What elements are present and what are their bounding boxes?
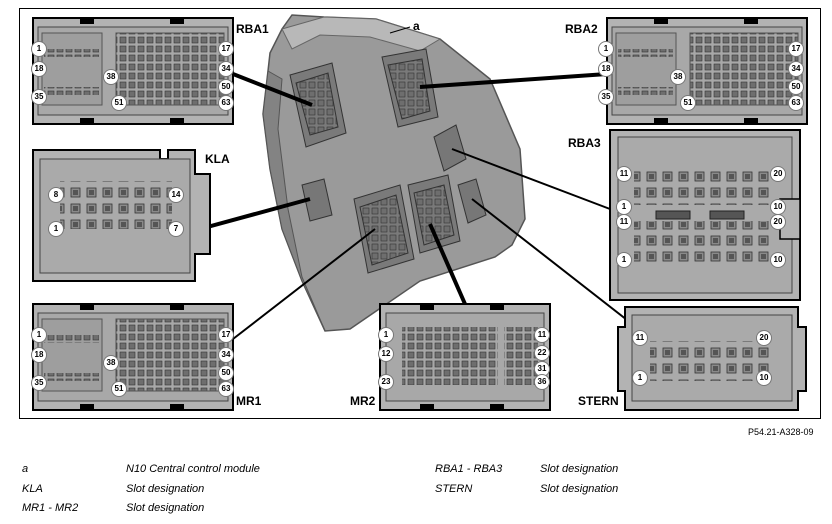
pin-number: 35 — [598, 89, 614, 105]
connector-rba1 — [32, 17, 234, 125]
pin-number: 50 — [218, 79, 234, 95]
pin-number: 10 — [756, 370, 772, 386]
pin-number: 10 — [770, 199, 786, 215]
pin-number: 1 — [378, 327, 394, 343]
central-control-module — [262, 14, 526, 332]
pin-number: 1 — [48, 221, 64, 237]
pin-number: 17 — [218, 41, 234, 57]
pin-number: 8 — [48, 187, 64, 203]
pin-number: 20 — [770, 166, 786, 182]
legend-desc: Slot designation — [126, 483, 205, 495]
pin-number: 34 — [218, 347, 234, 363]
pin-number: 1 — [598, 41, 614, 57]
pin-number: 1 — [616, 252, 632, 268]
pin-number: 20 — [770, 214, 786, 230]
legend-key: a — [22, 463, 29, 475]
pin-number: 14 — [168, 187, 184, 203]
pin-number: 63 — [788, 95, 804, 111]
legend-desc: N10 Central control module — [126, 463, 260, 475]
pin-number: 63 — [218, 381, 234, 397]
label-rba3: RBA3 — [568, 136, 601, 150]
pin-number: 11 — [632, 330, 648, 346]
pin-number: 11 — [534, 327, 550, 343]
legend-key: STERN — [435, 483, 473, 495]
label-kla: KLA — [205, 152, 230, 166]
pin-number: 35 — [31, 375, 47, 391]
leader-lines — [199, 26, 646, 340]
legend-desc: Slot designation — [540, 463, 619, 475]
pin-number: 7 — [168, 221, 184, 237]
label-stern: STERN — [578, 394, 619, 408]
pin-number: 12 — [378, 346, 394, 362]
pin-number: 38 — [103, 69, 119, 85]
figure-reference: P54.21-A328-09 — [748, 427, 814, 437]
connector-mr1 — [32, 303, 234, 411]
connector-rba3 — [609, 129, 801, 301]
legend-key: RBA1 - RBA3 — [435, 463, 503, 475]
pin-number: 51 — [111, 95, 127, 111]
pin-number: 36 — [534, 374, 550, 390]
pin-number: 18 — [598, 61, 614, 77]
pin-number: 1 — [616, 199, 632, 215]
pin-number: 63 — [218, 95, 234, 111]
pin-number: 11 — [616, 214, 632, 230]
pin-number: 18 — [31, 347, 47, 363]
pin-number: 18 — [31, 61, 47, 77]
pin-number: 34 — [218, 61, 234, 77]
diagram-graphics — [32, 14, 808, 411]
pin-number: 17 — [788, 41, 804, 57]
pin-number: 35 — [31, 89, 47, 105]
pin-number: 23 — [378, 374, 394, 390]
label-mr1: MR1 — [236, 394, 262, 408]
connector-mr2 — [379, 303, 551, 411]
pin-number: 22 — [534, 345, 550, 361]
pin-number: 1 — [31, 327, 47, 343]
legend-desc: Slot designation — [540, 483, 619, 495]
pin-number: 34 — [788, 61, 804, 77]
pin-number: 50 — [218, 365, 234, 381]
pin-number: 51 — [680, 95, 696, 111]
pin-number: 10 — [770, 252, 786, 268]
legend-key: KLA — [22, 483, 43, 495]
label-rba1: RBA1 — [236, 22, 269, 36]
label-rba2: RBA2 — [565, 22, 598, 36]
legend-desc: Slot designation — [126, 502, 205, 514]
legend-key: MR1 - MR2 — [22, 502, 79, 514]
connector-kla — [32, 149, 211, 282]
pin-number: 17 — [218, 327, 234, 343]
pin-number: 38 — [103, 355, 119, 371]
connector-rba2 — [606, 17, 808, 125]
label-a: a — [413, 19, 420, 33]
pin-number: 38 — [670, 69, 686, 85]
pin-number: 1 — [31, 41, 47, 57]
pin-number: 50 — [788, 79, 804, 95]
wiring-figure: a RBA1 RBA2 RBA3 KLA MR1 MR2 STERN 1 17 … — [19, 8, 821, 419]
label-mr2: MR2 — [350, 394, 376, 408]
connector-stern — [617, 306, 807, 411]
pin-number: 11 — [616, 166, 632, 182]
pin-number: 20 — [756, 330, 772, 346]
pin-number: 51 — [111, 381, 127, 397]
pin-number: 1 — [632, 370, 648, 386]
